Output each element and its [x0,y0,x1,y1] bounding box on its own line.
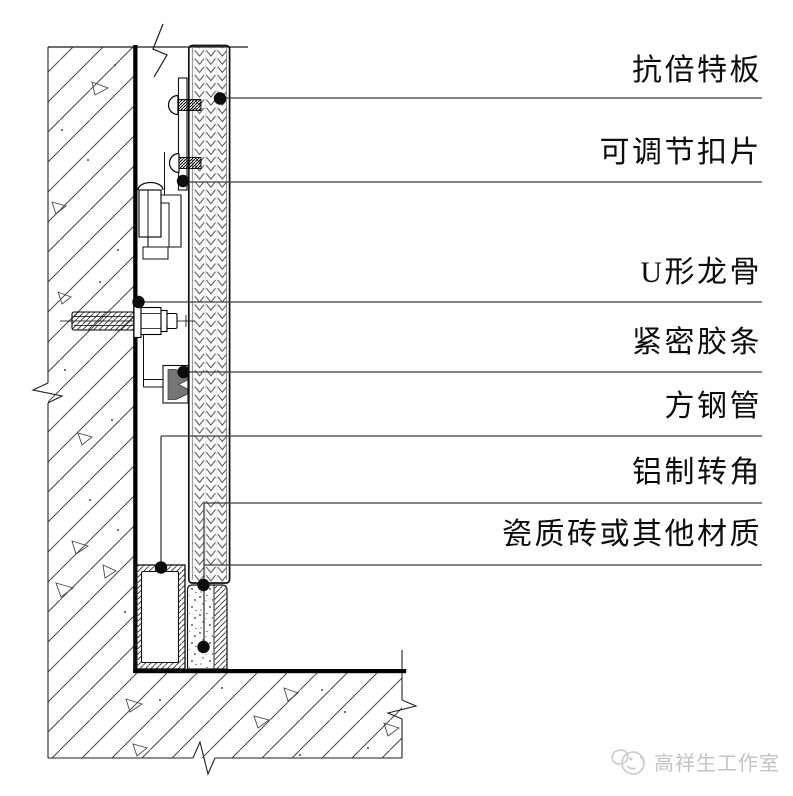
label-hpl-board: 抗倍特板 [632,54,762,87]
studio-watermark: 高祥生工作室 [610,744,780,778]
break-symbol-left [31,382,64,404]
label-aluminum-corner: 铝制转角 [632,456,762,489]
concrete-speck-dots [61,64,369,756]
leader-dots [132,92,227,654]
wall-face-thick-line [133,45,138,673]
break-symbol-bottom [192,740,216,776]
adjustable-clip-rail [177,77,188,191]
panel-screws [167,94,202,174]
screw-bottom [168,152,202,174]
u-keel-profile [137,152,182,260]
label-u-channel-keel: U形龙骨 [640,256,762,289]
concrete-aggregate-symbols [51,81,400,757]
screw-top [167,94,202,116]
label-adjustable-clip: 可调节扣片 [599,136,762,169]
label-square-steel-tube: 方钢管 [664,390,762,423]
square-steel-tube [134,564,186,670]
hpl-panel [187,44,231,584]
leader-lines [141,97,762,647]
break-symbol-floor-right [386,699,418,720]
label-porcelain-tile: 瓷质砖或其他材质 [502,518,762,551]
expansion-anchor-bolt [60,303,195,339]
break-symbol-top [152,23,168,78]
studio-name: 高祥生工作室 [654,752,780,775]
studio-logo-icon [611,749,645,775]
floor-top-thick-line [133,669,407,674]
tile-block [186,584,228,670]
concrete-structure [31,46,418,776]
label-tight-rubber-strip: 紧密胶条 [632,326,762,359]
